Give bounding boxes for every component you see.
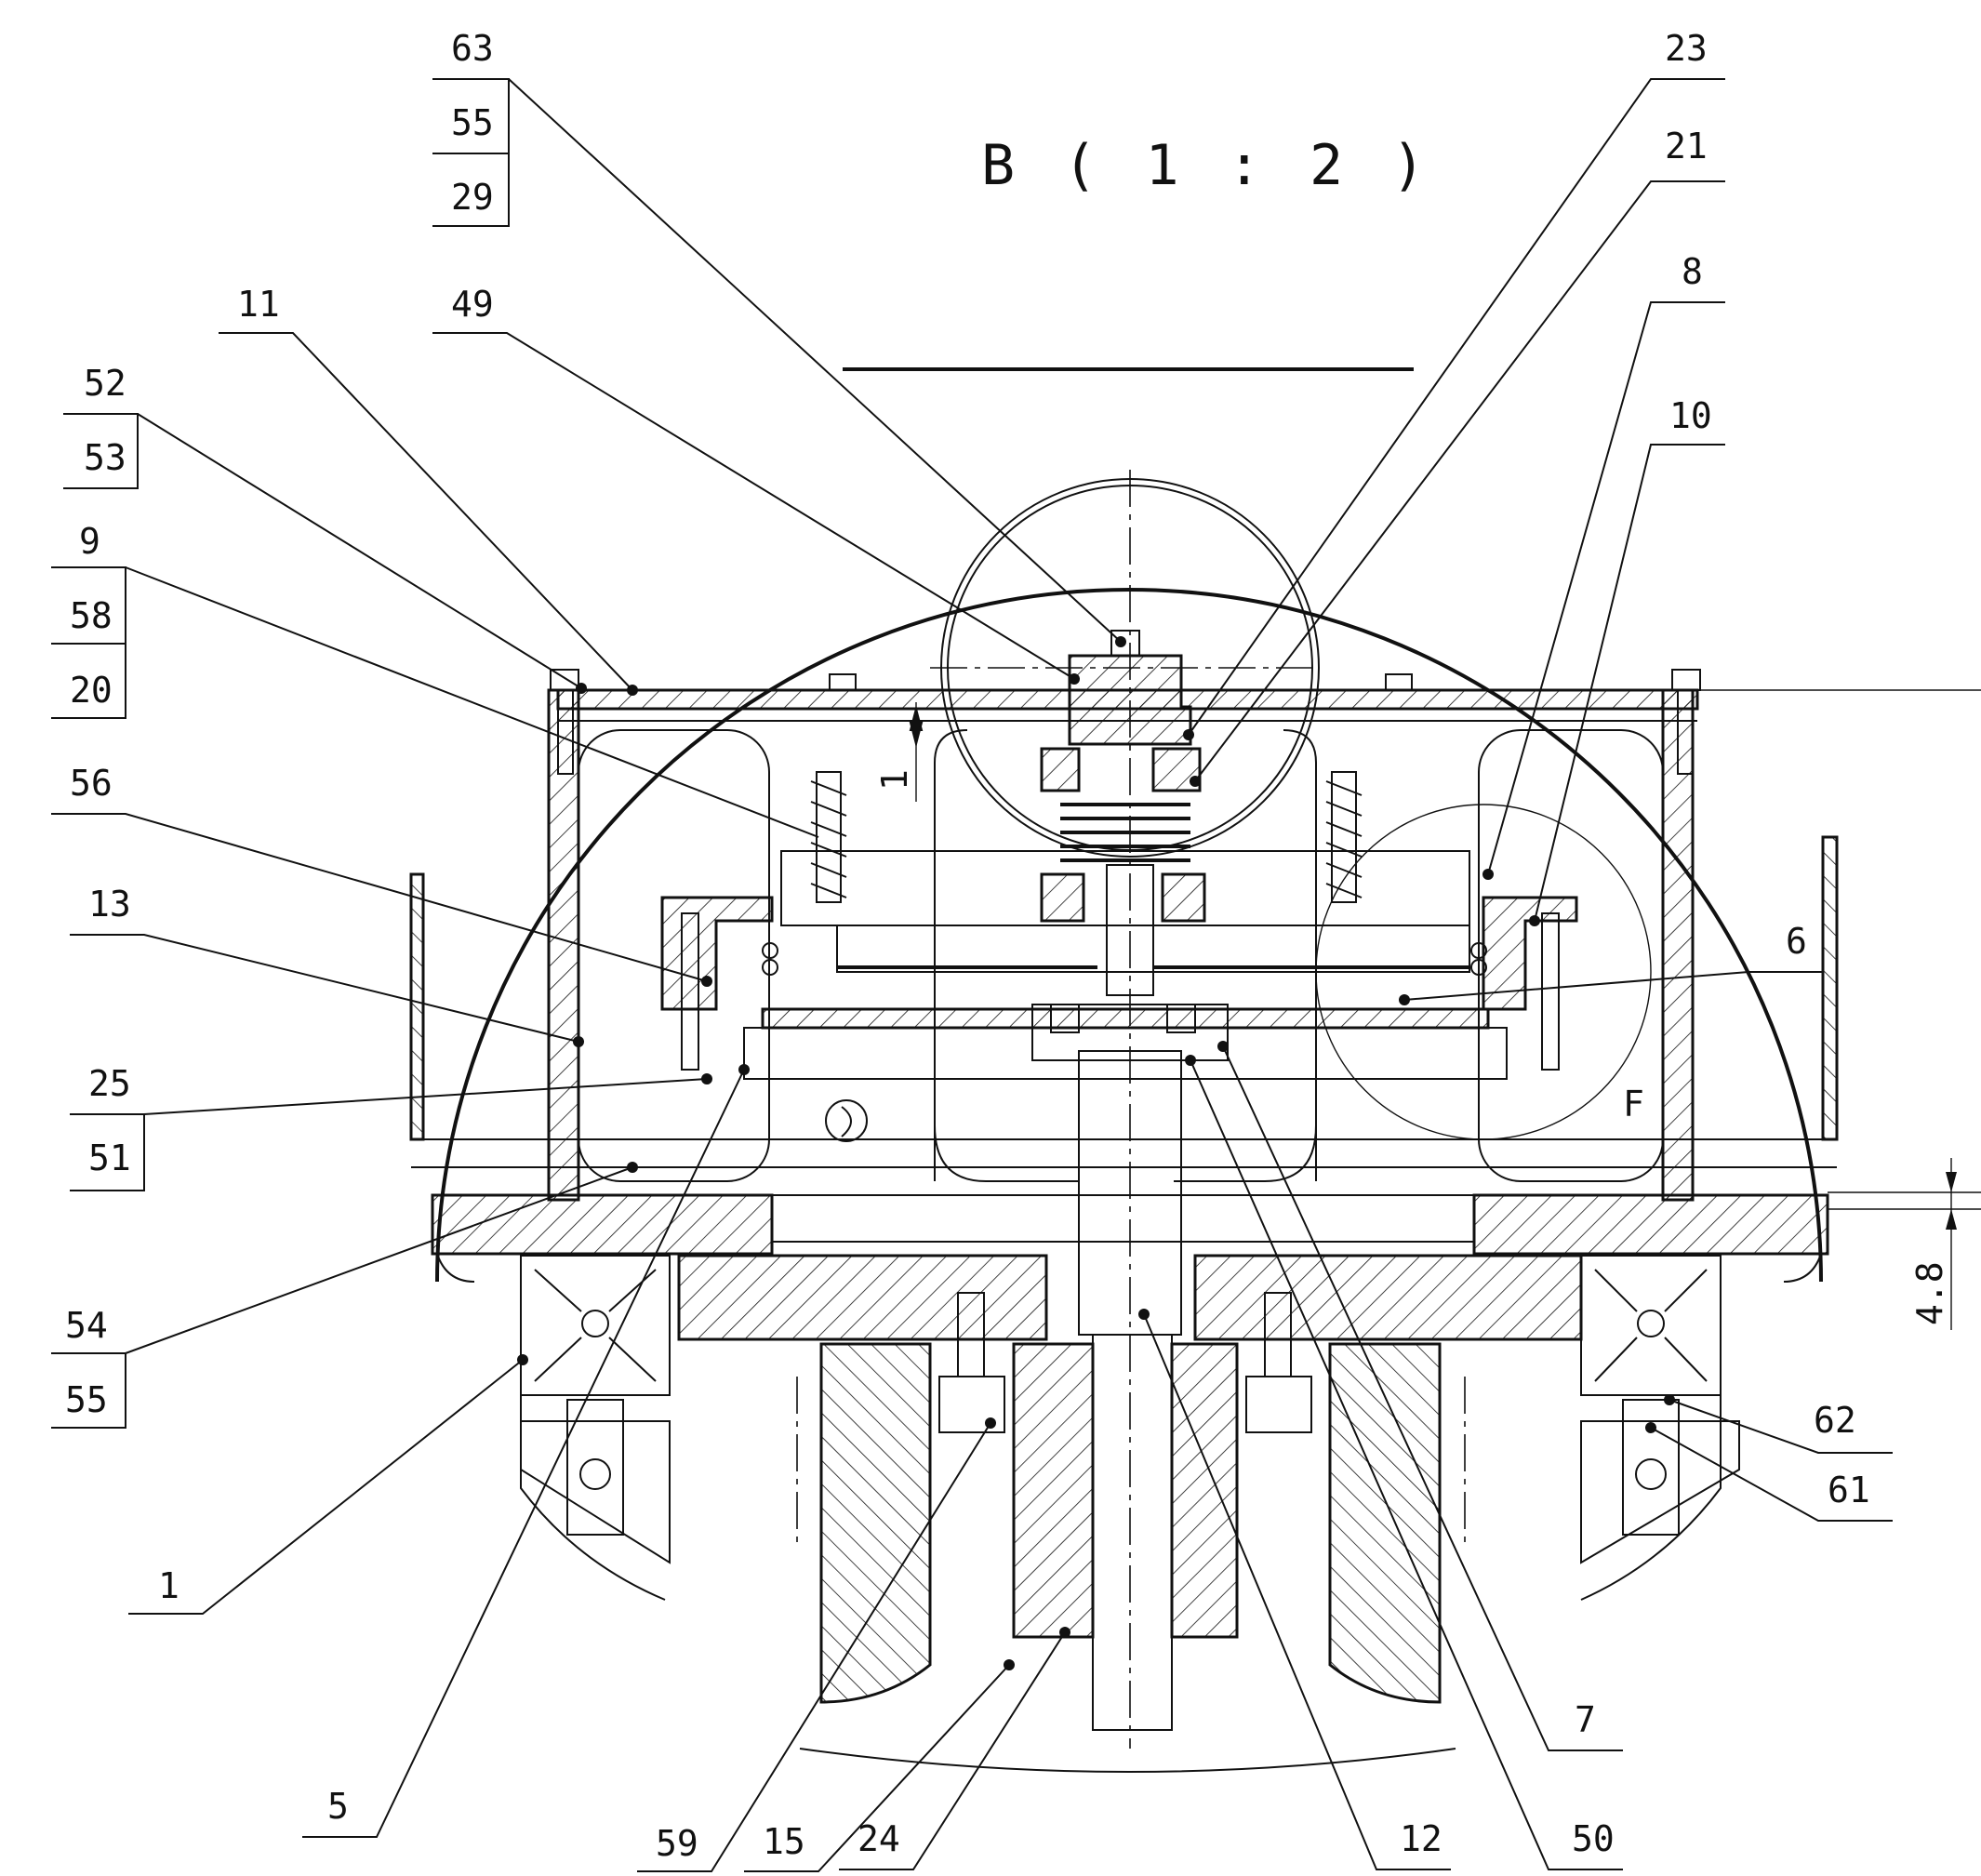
detail-f: F [1315,804,1652,1140]
callout-7: 7 [1217,1041,1623,1751]
callout-label-6: 6 [1786,921,1807,962]
view-title: B ( 1 : 2 ) [981,133,1432,198]
callout-label-51: 51 [88,1138,131,1178]
callout-label-55: 55 [451,102,494,143]
callout-label-25: 25 [88,1063,131,1104]
callout-label-55-b: 55 [65,1379,108,1420]
profile-extrusions [520,1255,1722,1601]
callout-9-58-20: 9 58 20 [51,521,819,838]
callout-24: 24 [839,1627,1070,1870]
callout-15: 15 [744,1659,1015,1872]
callout-11: 11 [219,284,638,696]
callout-label-53: 53 [84,437,126,478]
callout-label-11: 11 [237,284,280,325]
callout-label-61: 61 [1828,1470,1870,1510]
callout-6: 6 [1399,921,1823,1005]
callout-54-55: 54 55 [51,1162,638,1429]
callout-label-5: 5 [327,1786,349,1827]
callout-label-9: 9 [79,521,100,562]
springs [810,771,1363,903]
callout-label-49: 49 [451,284,494,325]
callout-62: 62 [1664,1394,1893,1454]
callout-label-10: 10 [1669,395,1712,436]
callout-label-54: 54 [65,1305,108,1346]
callout-label-50: 50 [1572,1818,1615,1859]
detail-mark: F [1623,1084,1644,1124]
center-assembly [930,470,1321,1749]
callout-10: 10 [1529,395,1725,926]
callout-label-12: 12 [1400,1818,1443,1859]
callout-label-58: 58 [70,595,113,636]
dimension-1: 1 [874,702,924,802]
callout-label-21: 21 [1665,126,1708,166]
callout-52-53: 52 53 [63,363,587,694]
view-boundary [435,367,1823,1283]
callout-21: 21 [1190,126,1725,787]
callout-label-59: 59 [656,1823,698,1864]
bellows [1060,803,1190,862]
callout-label-13: 13 [88,884,131,925]
callout-label-8: 8 [1682,251,1703,292]
callout-50: 50 [1185,1055,1623,1870]
callout-63-55-29: 63 55 29 [432,28,1126,647]
callout-61: 61 [1645,1422,1893,1522]
callout-59: 59 [637,1417,996,1872]
callout-label-52: 52 [84,363,126,404]
callout-56: 56 [51,763,712,987]
callout-label-29: 29 [451,177,494,218]
callout-label-62: 62 [1814,1400,1856,1441]
callout-label-7: 7 [1575,1699,1596,1740]
callout-label-23: 23 [1665,28,1708,69]
callout-49: 49 [432,284,1080,685]
callout-12: 12 [1138,1309,1451,1870]
upper-housing [409,688,1839,1283]
callout-label-56: 56 [70,763,113,804]
mid-plates [660,850,1578,1142]
callouts: 63 55 29 23 21 11 49 [51,28,1893,1872]
dimension-text-4-8: 4.8 [1909,1261,1950,1325]
callout-23: 23 [1183,28,1725,740]
callout-label-63: 63 [451,28,494,69]
callout-8: 8 [1482,251,1725,880]
callout-label-24: 24 [858,1818,900,1859]
top-bolts [550,669,1701,775]
dimension-4-8: 4.8 [1697,689,1981,1330]
callout-label-1: 1 [158,1565,179,1606]
callout-13: 13 [70,884,584,1047]
callout-label-15: 15 [763,1821,805,1862]
dimension-text-1: 1 [874,769,915,791]
callout-1: 1 [128,1354,528,1615]
callout-label-20: 20 [70,670,113,711]
callout-5: 5 [302,1064,750,1838]
callout-25-51: 25 51 [70,1063,712,1191]
